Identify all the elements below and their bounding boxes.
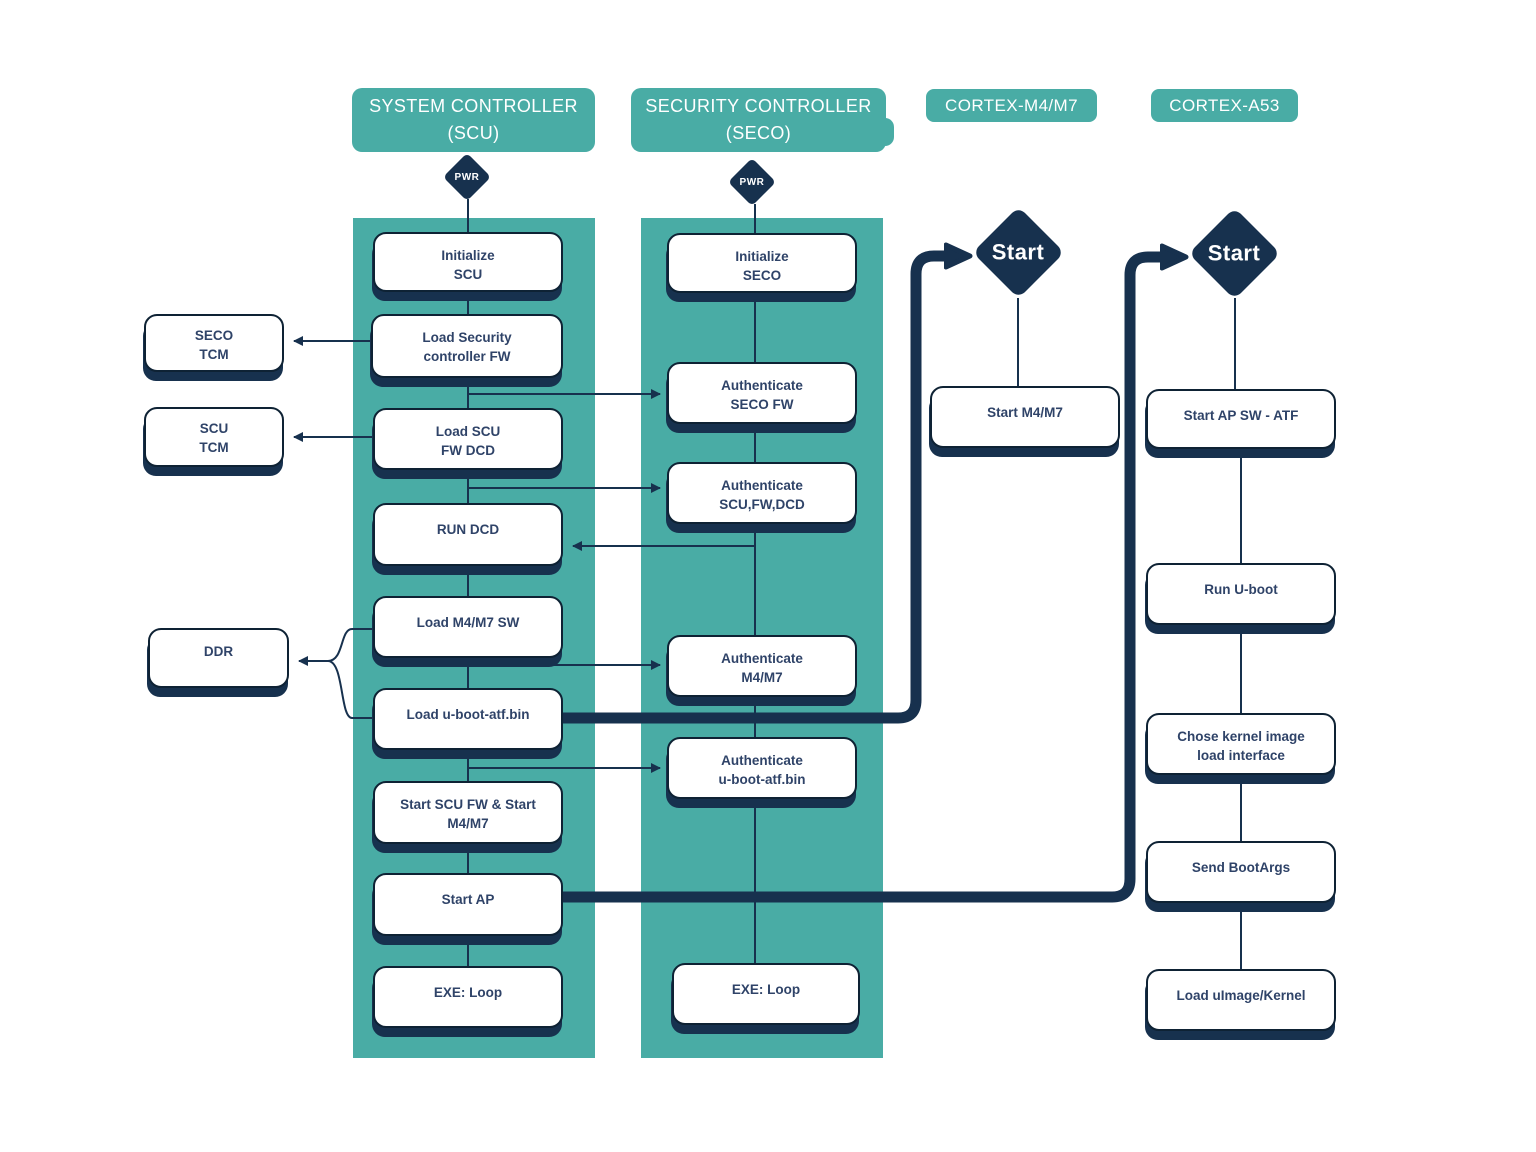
node-run-uboot: Run U-boot <box>1146 563 1336 625</box>
node-start-ap: Start AP <box>373 873 563 936</box>
node-text: Authenticate <box>721 478 803 493</box>
header-scu-line2: (SCU) <box>447 123 500 143</box>
node-load-uimage: Load uImage/Kernel <box>1146 969 1336 1031</box>
ddr-brace-bottom <box>327 660 373 719</box>
node-text: FW DCD <box>441 443 495 458</box>
node-text: Initialize <box>735 249 789 264</box>
node-text: controller FW <box>423 349 511 364</box>
node-text: SECO <box>194 328 234 343</box>
header-seco-line1: SECURITY CONTROLLER <box>645 96 872 116</box>
node-exe-loop-seco: EXE: Loop <box>672 963 860 1025</box>
header-seco-notch <box>872 118 894 146</box>
node-text: Load uImage/Kernel <box>1176 988 1306 1003</box>
pwr-diamond-seco-label: PWR <box>739 176 765 188</box>
node-scu-tcm: SCU TCM <box>144 407 284 467</box>
header-a53-line1: CORTEX-A53 <box>1169 96 1280 115</box>
node-text: load interface <box>1197 748 1285 763</box>
node-text: Load SCU <box>435 424 501 439</box>
node-text: SECO <box>742 268 782 283</box>
node-auth-uboot: Authenticate u-boot-atf.bin <box>667 737 857 799</box>
ddr-brace-top <box>327 628 373 662</box>
node-text: SECO FW <box>730 397 794 412</box>
node-text: Chose kernel image <box>1177 729 1305 744</box>
node-text: Run U-boot <box>1204 582 1278 597</box>
header-m4-line1: CORTEX-M4/M7 <box>945 96 1078 115</box>
thick-arrow-start-a53 <box>563 257 1164 903</box>
node-load-m4-sw: Load M4/M7 SW <box>373 596 563 658</box>
node-text: M4/M7 <box>741 670 783 685</box>
node-text: DDR <box>203 644 234 659</box>
node-auth-m4: Authenticate M4/M7 <box>667 635 857 697</box>
node-text: Load M4/M7 SW <box>416 615 520 630</box>
start-diamond-m4-label: Start <box>992 239 1045 265</box>
node-text: SCU <box>199 421 229 436</box>
header-a53: CORTEX-A53 <box>1151 89 1298 122</box>
node-exe-loop-scu: EXE: Loop <box>373 966 563 1028</box>
header-scu: SYSTEM CONTROLLER (SCU) <box>352 88 595 152</box>
header-m4: CORTEX-M4/M7 <box>926 89 1097 122</box>
node-start-ap-sw-atf: Start AP SW - ATF <box>1146 389 1336 449</box>
node-text: Load Security <box>422 330 512 345</box>
start-diamond-a53-label: Start <box>1208 240 1261 266</box>
node-text: u-boot-atf.bin <box>718 772 806 787</box>
node-text: EXE: Loop <box>433 985 503 1000</box>
node-text: TCM <box>199 440 229 455</box>
node-start-m4: Start M4/M7 <box>930 386 1120 448</box>
node-seco-tcm: SECO TCM <box>144 314 284 372</box>
pwr-diamond-scu-label: PWR <box>454 171 480 183</box>
node-text: Start M4/M7 <box>987 405 1063 420</box>
node-text: RUN DCD <box>436 522 500 537</box>
node-text: Start SCU FW & Start <box>400 797 536 812</box>
node-text: SCU,FW,DCD <box>719 497 805 512</box>
node-text: Start AP SW - ATF <box>1183 408 1299 423</box>
node-initialize-seco: Initialize SECO <box>667 233 857 293</box>
node-auth-scu-fw-dcd: Authenticate SCU,FW,DCD <box>667 462 857 524</box>
node-text: TCM <box>199 347 229 362</box>
node-run-dcd: RUN DCD <box>373 503 563 566</box>
header-scu-line1: SYSTEM CONTROLLER <box>369 96 578 116</box>
node-text: Authenticate <box>721 753 803 768</box>
node-load-uboot-atf: Load u-boot-atf.bin <box>373 688 563 750</box>
node-ddr: DDR <box>148 628 289 688</box>
node-text: SCU <box>453 267 483 282</box>
node-text: Send BootArgs <box>1191 860 1291 875</box>
node-load-scu-fw-dcd: Load SCU FW DCD <box>373 408 563 470</box>
node-text: Load u-boot-atf.bin <box>406 707 530 722</box>
node-chose-kernel: Chose kernel image load interface <box>1146 713 1336 775</box>
header-seco: SECURITY CONTROLLER (SECO) <box>631 88 894 152</box>
node-text: Initialize <box>441 248 495 263</box>
node-text: EXE: Loop <box>731 982 801 997</box>
node-text: M4/M7 <box>447 816 489 831</box>
node-text: Authenticate <box>721 378 803 393</box>
node-initialize-scu: Initialize SCU <box>373 232 563 292</box>
thick-arrow-start-m4 <box>563 256 948 724</box>
header-seco-line2: (SECO) <box>725 123 792 143</box>
node-text: Authenticate <box>721 651 803 666</box>
node-load-seco-fw: Load Security controller FW <box>371 314 563 378</box>
node-auth-seco-fw: Authenticate SECO FW <box>667 362 857 424</box>
node-start-scu-fw: Start SCU FW & Start M4/M7 <box>373 781 563 844</box>
node-text: Start AP <box>441 892 495 907</box>
node-send-bootargs: Send BootArgs <box>1146 841 1336 903</box>
